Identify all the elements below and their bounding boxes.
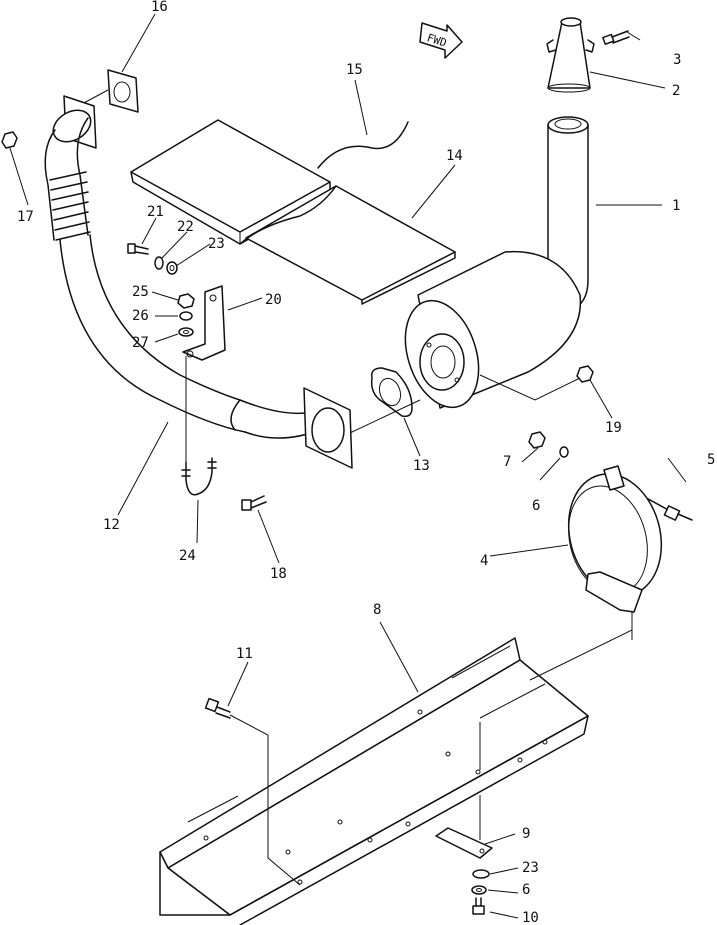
callout-19: 19 xyxy=(605,420,622,436)
callout-14: 14 xyxy=(446,148,463,164)
callout-3: 3 xyxy=(673,52,681,68)
callout-17: 17 xyxy=(17,209,34,225)
part-17-nut xyxy=(1,131,18,149)
part-20-bracket xyxy=(182,285,226,462)
part-6-washer-lower xyxy=(471,885,487,895)
callout-16: 16 xyxy=(151,0,168,15)
callout-12: 12 xyxy=(103,517,120,533)
callout-7: 7 xyxy=(503,454,511,470)
callout-25: 25 xyxy=(132,284,149,300)
part-21-bolt xyxy=(127,243,149,255)
part-2-rain-cap xyxy=(546,17,595,93)
part-6-washer xyxy=(559,446,569,458)
part-11-bolt xyxy=(204,697,231,719)
part-10-bolt xyxy=(472,897,485,915)
callout-27: 27 xyxy=(132,335,149,351)
callout-1: 1 xyxy=(672,198,680,214)
callout-23-upper: 23 xyxy=(208,236,225,252)
callout-20: 20 xyxy=(265,292,282,308)
callout-6-lower: 6 xyxy=(522,882,530,898)
callout-15: 15 xyxy=(346,62,363,78)
callout-9: 9 xyxy=(522,826,530,842)
muffler xyxy=(404,250,582,409)
part-19-nut xyxy=(576,365,594,383)
callout-10: 10 xyxy=(522,910,539,925)
part-26-washer xyxy=(179,311,193,321)
callout-18: 18 xyxy=(270,566,287,582)
part-14-insulation-pad xyxy=(239,185,456,305)
callout-23-lower: 23 xyxy=(522,860,539,876)
callout-2: 2 xyxy=(672,83,680,99)
callout-24: 24 xyxy=(179,548,196,564)
part-7-nut xyxy=(528,431,546,449)
part-3-bolt xyxy=(602,30,630,45)
callout-5: 5 xyxy=(707,452,715,468)
callout-6-upper: 6 xyxy=(532,498,540,514)
part-16-gasket xyxy=(79,69,139,113)
part-18-bolt xyxy=(241,495,267,511)
part-24-u-bolt xyxy=(181,457,217,496)
part-22-washer xyxy=(154,256,164,270)
callout-11: 11 xyxy=(236,646,253,662)
part-4-clamp xyxy=(567,465,663,640)
fwd-label: FWD xyxy=(425,31,448,50)
part-8-cover xyxy=(159,637,589,925)
part-25-nut xyxy=(177,293,195,309)
callout-8: 8 xyxy=(373,602,381,618)
part-9-plate xyxy=(435,827,493,859)
part-23-washer-lower xyxy=(472,869,490,879)
part-27-washer xyxy=(178,327,194,337)
callout-4: 4 xyxy=(480,553,488,569)
callout-22: 22 xyxy=(177,219,194,235)
callout-13: 13 xyxy=(413,458,430,474)
assembly-reference-lines xyxy=(229,612,633,886)
part-12-exhaust-pipe xyxy=(44,95,353,469)
forward-direction-arrow: FWD xyxy=(419,22,463,59)
callout-26: 26 xyxy=(132,308,149,324)
part-23-washer xyxy=(166,261,178,275)
callout-leader-lines xyxy=(9,13,687,919)
callout-labels: 1 2 3 4 5 6 6 7 8 9 10 11 12 13 14 15 16… xyxy=(17,0,715,925)
callout-21: 21 xyxy=(147,204,164,220)
